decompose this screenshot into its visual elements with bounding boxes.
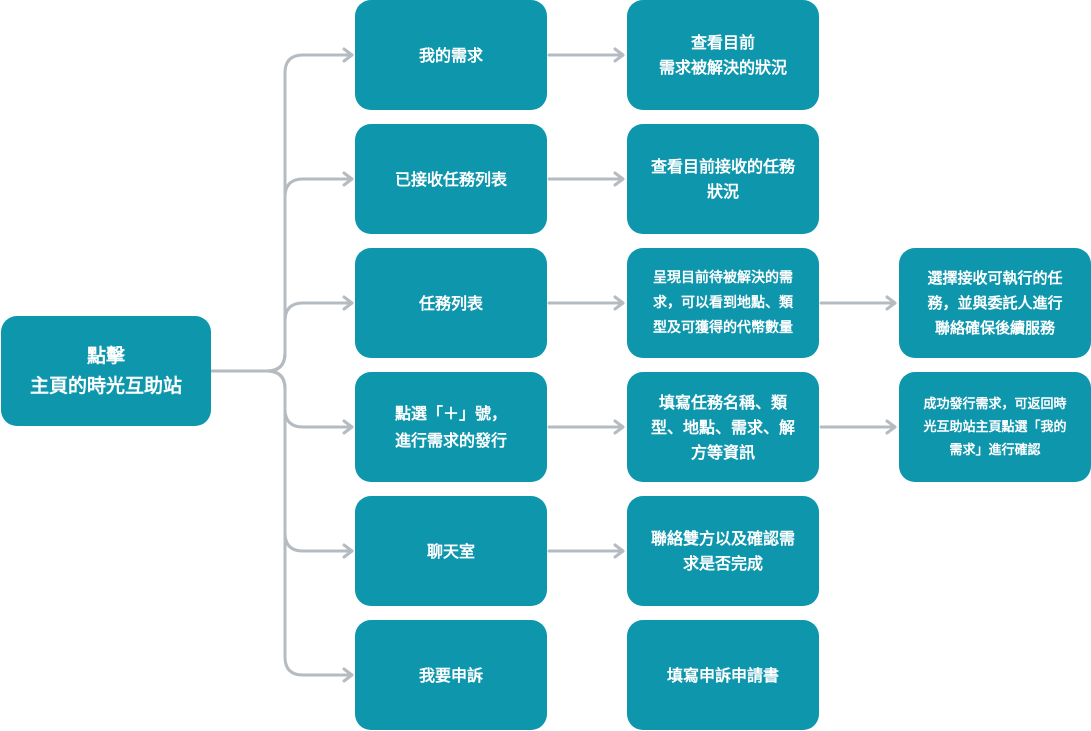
node-view-task-status: 查看目前接收的任務 狀況	[627, 124, 819, 234]
node-chat-room: 聊天室	[355, 496, 547, 606]
arrowhead-next-1	[885, 419, 897, 435]
node-publish-need: 點選「＋」號， 進行需求的發行	[355, 372, 547, 482]
node-my-needs: 我的需求	[355, 0, 547, 110]
node-fill-complaint-form: 填寫申訴申請書	[627, 620, 819, 730]
arrowhead-branch-3	[342, 419, 354, 435]
node-view-need-status: 查看目前 需求被解決的狀況	[627, 0, 819, 110]
arrowhead-branch-1	[342, 171, 354, 187]
connector-branch-5	[265, 369, 354, 677]
node-accept-task: 選擇接收可執行的任 務，並與委託人進行 聯絡確保後續服務	[899, 248, 1091, 358]
node-contact-confirm: 聯絡雙方以及確認需 求是否完成	[627, 496, 819, 606]
node-fill-task-info: 填寫任務名稱、類 型、地點、需求、解 方等資訊	[627, 372, 819, 482]
connector-branch-4	[265, 369, 354, 553]
connector-branch-2	[265, 301, 354, 373]
arrowhead-branch-2	[342, 295, 354, 311]
node-show-pending-needs: 呈現目前待被解決的需 求，可以看到地點、類 型及可獲得的代幣數量	[627, 248, 819, 358]
connector-branch-1	[265, 177, 354, 373]
connector-branch-0	[265, 53, 354, 373]
arrowhead-result-0	[613, 47, 625, 63]
arrowhead-branch-4	[342, 543, 354, 559]
node-publish-success: 成功發行需求，可返回時 光互助站主頁點選「我的 需求」進行確認	[899, 372, 1091, 482]
node-complaint: 我要申訴	[355, 620, 547, 730]
arrowhead-branch-5	[342, 667, 354, 683]
arrowhead-result-1	[613, 171, 625, 187]
root-node: 點擊 主頁的時光互助站	[1, 316, 211, 426]
node-task-list: 任務列表	[355, 248, 547, 358]
arrowhead-next-0	[885, 295, 897, 311]
arrowhead-branch-0	[342, 47, 354, 63]
node-accepted-task-list: 已接收任務列表	[355, 124, 547, 234]
arrowhead-result-4	[613, 543, 625, 559]
arrowhead-result-3	[613, 419, 625, 435]
connector-branch-3	[265, 369, 354, 429]
arrowhead-result-2	[613, 295, 625, 311]
